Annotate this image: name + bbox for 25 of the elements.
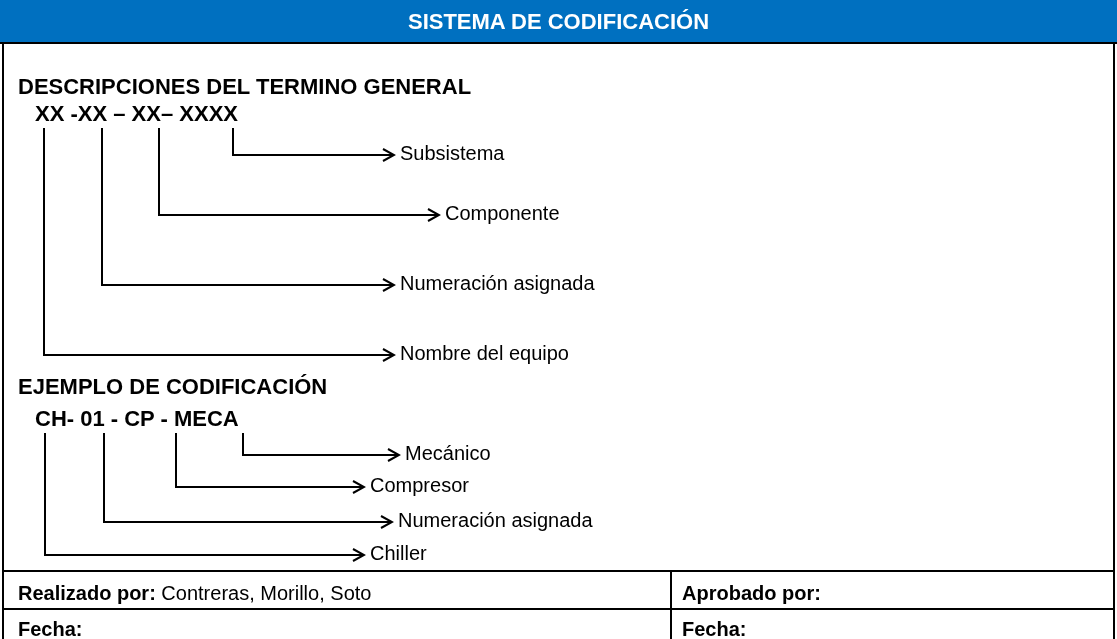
description-text: Nombre del equipo — [400, 340, 569, 366]
leader-arrow — [232, 127, 395, 162]
leader-arrow — [158, 127, 440, 222]
code-pattern: CH- 01 - CP - MECA — [35, 405, 239, 433]
leader-arrow — [44, 432, 365, 562]
code-pattern: XX -XX – XX– XXXX — [35, 100, 238, 128]
description-text: Mecánico — [405, 440, 491, 466]
leader-arrow — [175, 432, 365, 494]
title: SISTEMA DE CODIFICACIÓN — [407, 7, 710, 36]
description-text: Subsistema — [400, 140, 505, 166]
description-text: Compresor — [370, 472, 469, 498]
description-text: Numeración asignada — [400, 270, 595, 296]
signature-field: Aprobado por: — [682, 578, 821, 608]
leader-arrow — [103, 432, 393, 529]
description-text: Numeración asignada — [398, 507, 593, 533]
description-text: Chiller — [370, 540, 427, 566]
leader-arrow — [43, 127, 395, 362]
signature-field: Realizado por: Contreras, Morillo, Soto — [18, 578, 372, 608]
date-field: Fecha: — [18, 614, 83, 639]
section-heading: DESCRIPCIONES DEL TERMINO GENERAL — [18, 73, 472, 101]
leader-arrow — [242, 432, 400, 462]
description-text: Componente — [445, 200, 560, 226]
date-field: Fecha: — [682, 614, 747, 639]
leader-arrow — [101, 127, 395, 292]
section-heading: EJEMPLO DE CODIFICACIÓN — [18, 373, 328, 401]
